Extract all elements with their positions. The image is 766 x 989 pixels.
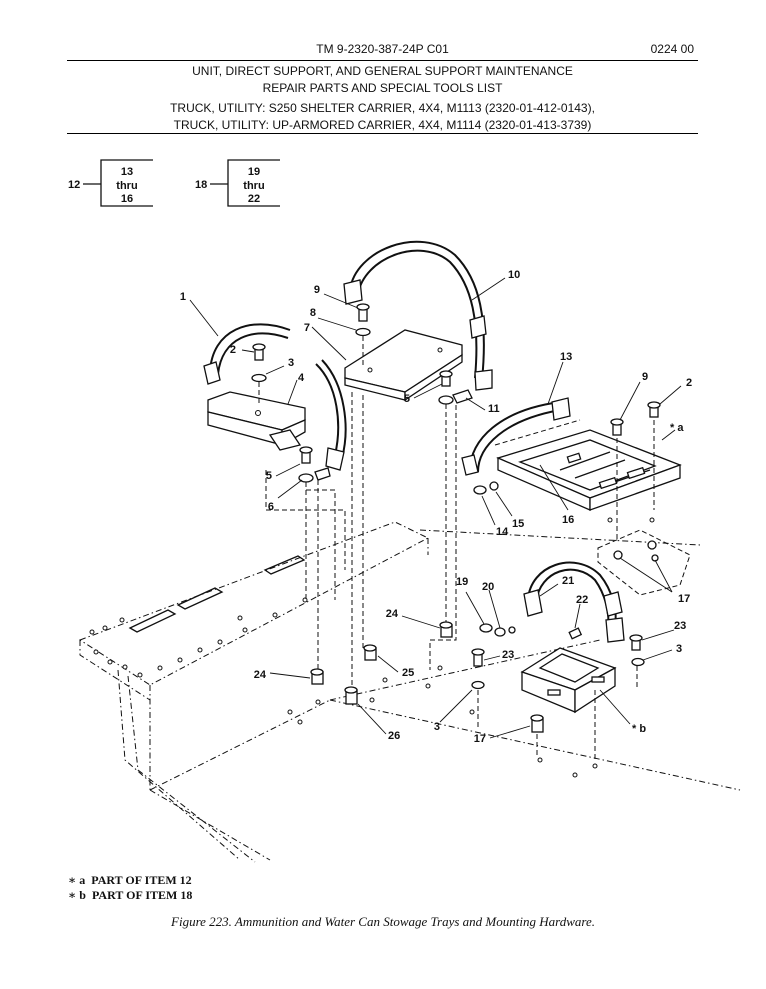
- vehicle-line-2: TRUCK, UTILITY: UP-ARMORED CARRIER, 4X4,…: [173, 118, 592, 132]
- callout-11: 11: [488, 403, 500, 415]
- callout-7: 7: [304, 322, 310, 334]
- callout-1: 1: [180, 291, 186, 303]
- svg-text:thru: thru: [243, 180, 264, 192]
- work-package-number: 0224 00: [650, 42, 694, 56]
- leader-lines: [189, 277, 682, 739]
- header-rule-bottom: [67, 133, 698, 134]
- part-strap-21: [479, 561, 625, 643]
- hardware-2-3-5-6: [251, 343, 346, 672]
- legend-mark-b: ∗ b: [68, 888, 86, 902]
- callout-22: 22: [576, 594, 588, 606]
- part-tray-16: [473, 401, 682, 540]
- part-tray-7: [344, 303, 473, 690]
- svg-text:12: 12: [68, 179, 80, 191]
- tm-number: TM 9-2320-387-24P C01: [316, 42, 449, 56]
- svg-text:22: 22: [248, 193, 260, 205]
- callout-b: * b: [632, 723, 646, 735]
- callout-3b: 3: [676, 643, 682, 655]
- callout-14: 14: [496, 526, 509, 538]
- svg-text:18: 18: [195, 179, 207, 191]
- callout-8: 8: [310, 307, 316, 319]
- callout-labels: 1 2 3 4 5 6 7 8 9 10 5 11 13 9 2 * a 14 …: [180, 269, 692, 745]
- callout-24a: 24: [386, 608, 399, 620]
- svg-text:13: 13: [121, 166, 133, 178]
- svg-text:19: 19: [248, 166, 260, 178]
- callout-13: 13: [560, 351, 572, 363]
- part-strap-1: [203, 323, 347, 471]
- legend-text-a: PART OF ITEM 12: [91, 873, 192, 887]
- header-rule-top: [67, 60, 698, 61]
- callout-5b: 5: [404, 393, 410, 405]
- callout-15: 15: [512, 518, 524, 530]
- title-line-1: UNIT, DIRECT SUPPORT, AND GENERAL SUPPOR…: [192, 64, 573, 78]
- callout-26: 26: [388, 730, 400, 742]
- callout-3c: 3: [434, 721, 440, 733]
- callout-17b: 17: [474, 733, 486, 745]
- legend-text-b: PART OF ITEM 18: [91, 888, 193, 902]
- spacers-24-25-26-17: [310, 621, 544, 758]
- svg-text:thru: thru: [116, 180, 137, 192]
- callout-6: 6: [268, 501, 274, 513]
- callout-25: 25: [402, 667, 414, 679]
- part-strap-13: [461, 397, 581, 476]
- legend-item-b: ∗ b PART OF ITEM 18: [68, 888, 192, 903]
- part-tray-4: [207, 391, 306, 451]
- callout-2a: 2: [230, 344, 236, 356]
- callout-a: * a: [670, 422, 684, 434]
- callout-9a: 9: [314, 284, 320, 296]
- callout-9b: 9: [642, 371, 648, 383]
- callout-20: 20: [482, 581, 494, 593]
- callout-3a: 3: [288, 357, 294, 369]
- part-plate-17: [597, 529, 691, 596]
- callout-10: 10: [508, 269, 520, 281]
- part-strap-10: [343, 240, 493, 391]
- title-line-2: REPAIR PARTS AND SPECIAL TOOLS LIST: [262, 81, 503, 95]
- callout-5a: 5: [266, 470, 272, 482]
- callout-17a: 17: [678, 593, 690, 605]
- callout-2b: 2: [686, 377, 692, 389]
- key-box-12: 12 13 thru 16: [68, 159, 153, 207]
- legend-mark-a: ∗ a: [68, 873, 86, 887]
- key-box-18: 18 19 thru 22: [195, 159, 280, 207]
- callout-19: 19: [456, 576, 468, 588]
- legend-item-a: ∗ a PART OF ITEM 12: [68, 873, 192, 888]
- callout-23b: 23: [502, 649, 514, 661]
- vehicle-line-1: TRUCK, UTILITY: S250 SHELTER CARRIER, 4X…: [170, 101, 595, 115]
- callout-4: 4: [298, 372, 305, 384]
- callout-24b: 24: [254, 669, 267, 681]
- part-tray-b: [471, 634, 645, 760]
- svg-text:16: 16: [121, 193, 133, 205]
- callout-21: 21: [562, 575, 574, 587]
- callout-23a: 23: [674, 620, 686, 632]
- figure-caption: Figure 223. Ammunition and Water Can Sto…: [171, 914, 595, 929]
- vehicle-body-outline: [78, 517, 741, 863]
- callout-16: 16: [562, 514, 574, 526]
- page-header: TM 9-2320-387-24P C01 0224 00: [67, 42, 698, 60]
